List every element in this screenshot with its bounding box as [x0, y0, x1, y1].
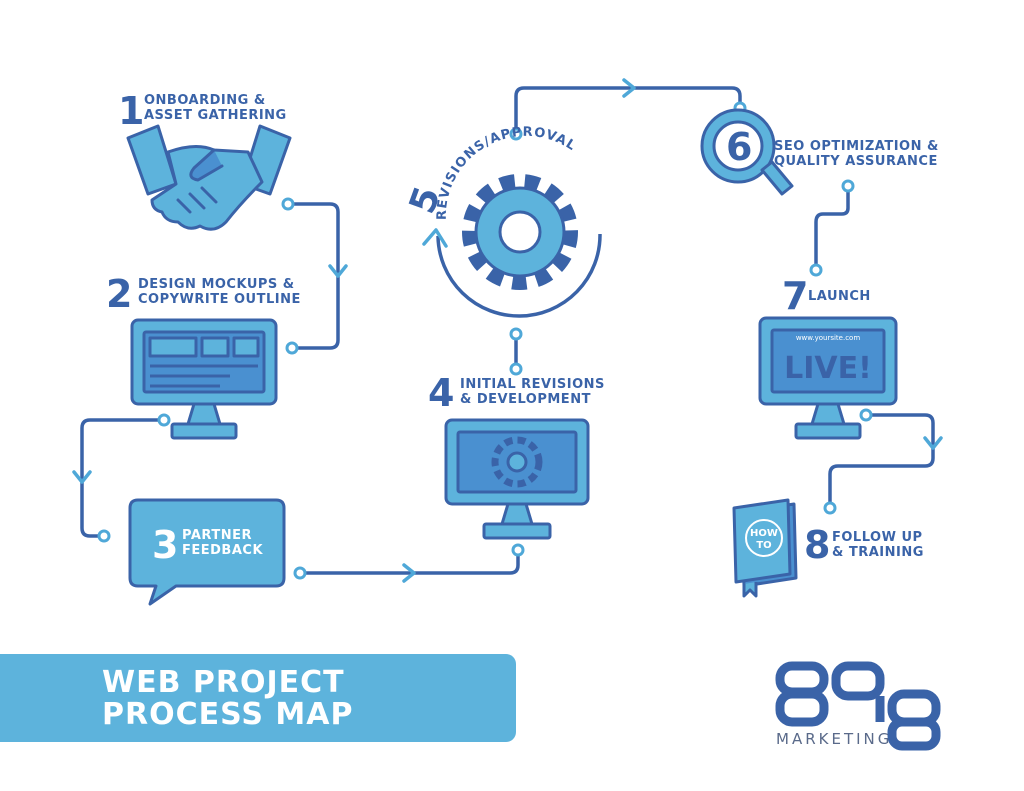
node: [809, 263, 823, 277]
step-7-line1: LAUNCH: [808, 289, 871, 304]
step-3-line2: FEEDBACK: [182, 543, 264, 558]
connector-lines: [80, 86, 935, 575]
book-to: TO: [756, 540, 771, 551]
arrow-down-icon: [328, 264, 348, 278]
book-how: HOW: [750, 528, 778, 539]
monitor-wireframe-icon: [130, 318, 278, 440]
node: [285, 341, 299, 355]
step-2-line1: DESIGN MOCKUPS &: [138, 277, 295, 292]
step-2-line2: COPYWRITE OUTLINE: [138, 292, 301, 307]
monitor-gear-icon: [444, 418, 590, 540]
node: [157, 413, 171, 427]
node: [97, 529, 111, 543]
node: [509, 362, 523, 376]
banner-title-line2: PROCESS MAP: [102, 697, 354, 732]
arrow-right-icon: [622, 78, 636, 98]
logo-898-marketing: MARKETING: [775, 661, 941, 751]
connector-6-7: [814, 186, 850, 270]
logo-text: MARKETING: [776, 730, 892, 748]
step-6-line1: SEO OPTIMIZATION &: [774, 139, 939, 154]
speech-bubble-icon: [128, 498, 286, 606]
arrow-right-icon: [402, 563, 416, 583]
node: [859, 408, 873, 422]
step-8-number: 8: [804, 523, 831, 567]
node: [281, 197, 295, 211]
arrow-down-icon: [923, 436, 943, 450]
connector-1-2: [290, 202, 340, 350]
step-6-number: 6: [726, 125, 753, 169]
gear-cycle-icon: [422, 174, 602, 318]
step-1-line2: ASSET GATHERING: [144, 108, 287, 123]
step-4-line2: & DEVELOPMENT: [460, 392, 591, 407]
connector-2-3: [80, 418, 162, 538]
step-1-line1: ONBOARDING &: [144, 93, 266, 108]
connector-5-6: [514, 86, 742, 134]
connector-3-4: [294, 551, 520, 575]
node: [841, 179, 855, 193]
step-3-line1: PARTNER: [182, 528, 252, 543]
arrowheads: [72, 78, 943, 583]
live-url: www.yoursite.com: [796, 334, 860, 342]
node: [511, 543, 525, 557]
monitor-live-icon: www.yoursite.com LIVE!: [758, 316, 898, 440]
connector-nodes: [97, 101, 873, 580]
step-8-line1: FOLLOW UP: [832, 530, 923, 545]
connector-7-8: [828, 413, 935, 507]
handshake-icon: [126, 124, 292, 231]
banner-title-line1: WEB PROJECT: [102, 665, 345, 700]
live-text: LIVE!: [784, 351, 872, 386]
step-3-number: 3: [152, 523, 179, 567]
title-banner: WEB PROJECT PROCESS MAP: [0, 654, 516, 742]
step-4-line1: INITIAL REVISIONS: [460, 377, 605, 392]
magnifier-icon: [700, 108, 794, 196]
step-2-number: 2: [106, 272, 133, 316]
arrow-down-icon: [72, 470, 92, 484]
node: [509, 127, 523, 141]
step-6-line2: QUALITY ASSURANCE: [774, 154, 938, 169]
node: [509, 327, 523, 341]
step-8-line2: & TRAINING: [832, 545, 924, 560]
node: [823, 501, 837, 515]
step-4-number: 4: [428, 371, 455, 415]
step-7-number: 7: [782, 274, 809, 318]
node: [293, 566, 307, 580]
how-to-book-icon: HOW TO: [732, 498, 798, 598]
step-1-number: 1: [118, 89, 145, 133]
